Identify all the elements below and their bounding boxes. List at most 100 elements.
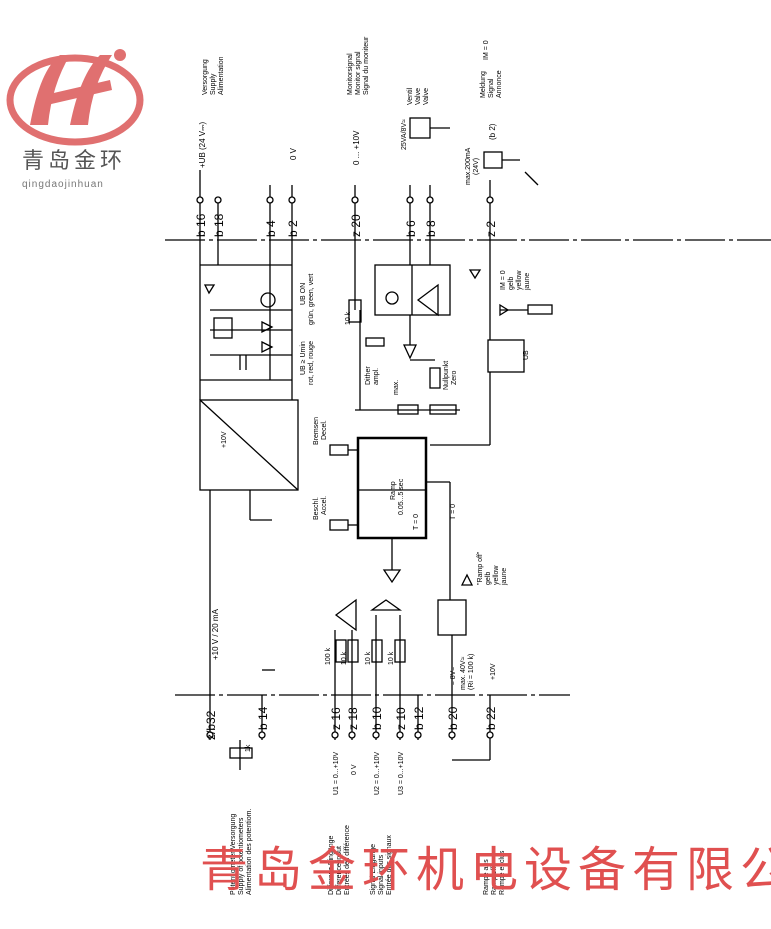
dither-label: Dither [365,366,372,385]
relay-rating-1: max.200mA [465,147,472,185]
max-label: max. [393,380,400,395]
r10k-b-label: 10 k [365,651,372,665]
monitor-label-fr: Signal du moniteur [363,36,370,95]
supply-label-fr: Alimentation [218,56,225,95]
r10k-label: 10 k [345,311,352,325]
pin-b16: b 16 [194,213,208,237]
ramp-label: Ramp [390,481,397,500]
im0-en: yellow [516,270,523,290]
message-label-en: Signal [488,78,495,98]
pin-b8: b 8 [424,220,438,237]
bottom-terminals [206,731,494,739]
accel-label-en: Accel. [321,496,328,515]
pin-b10: b 10 [370,706,384,730]
im0-label: IM = 0 [500,270,507,290]
top-labels: Versorgung Supply Alimentation +UB (24 V… [198,36,503,185]
ramp-ctrl-1: ≈ 8V≈ [450,667,457,685]
r100k-label: 100 k [325,647,332,665]
relay-pin: (b 2) [488,123,497,140]
u1-label: U1 = 0...+10V [333,751,340,795]
diff-inputs-de: Differenz Eingänge [328,835,335,895]
pin-z2: z 2 [484,221,498,237]
pot-supply-en: Supply of potentiometers [238,817,245,895]
ramp-off-de: Rampe aus [483,859,490,895]
monitor-value: 0 ... +10V [352,130,361,165]
valve-label-de: Ventil [407,87,414,105]
message-label-de: Meldung [480,71,487,98]
accel-label-de: Beschl. [313,497,320,520]
pin-b22: b 22 [484,706,498,730]
ub-low-label: UB ≥ Umin [300,341,307,375]
message-label-fr: Annonce [496,70,503,98]
ramp-off-lamp-fr: jaune [501,568,508,586]
top-terminals [196,196,494,204]
top-pin-labels: b 16 b 18 b 4 b 2 z 20 b 6 b 8 z 2 [194,213,498,237]
relay-rating-2: (24V) [473,158,480,175]
pin-z18: z 18 [346,707,360,730]
signal-inputs-en: Signal inputs [378,854,385,895]
valve-label-fr: Valve [423,88,430,105]
signal-inputs-fr: Entrée des signaux [386,835,393,895]
pot-value: 1k [245,744,252,752]
watermark-text: 青岛金环机电设备有限公 [200,842,771,898]
pin-z20: z 20 [349,214,363,237]
pin-b6: b 6 [404,220,418,237]
r10k-a-label: 10 k [341,651,348,665]
pin-b18: b 18 [212,213,226,237]
bottom-labels: Potentiometer Versorgung Supply of poten… [230,744,506,895]
supply-label-en: Supply [210,73,217,95]
ramp-off-lamp-de: gelb [485,572,492,585]
ramp-off-fr: Rampe exclus [499,850,506,895]
valve-label-en: Valve [415,88,422,105]
pin-z16: z 16 [329,707,343,730]
pot-supply-de: Potentiometer Versorgung [230,814,237,895]
ramp-ctrl-3: (Ri = 100 k) [468,654,475,690]
logo-chinese: 青岛金环 [22,149,126,174]
dither-ampl: ampl. [373,368,380,385]
brake-label-de: Bremsen [313,417,320,445]
ub-low-colors: rot, red, rouge [308,341,315,385]
plus10v-label: +10V [490,663,497,680]
pin-b4: b 4 [264,220,278,237]
ramp-off-lamp-name: "Ramp off" [477,551,484,585]
wiring [165,117,771,770]
ramp-ctrl-2: max. 40V≈ [460,656,467,690]
message-cond: IM = 0 [483,40,490,60]
ramp-off-lamp-en: yellow [493,565,500,585]
zero-v-top: 0 V [289,147,298,160]
pin-b14: b 14 [256,706,270,730]
pin-b2: b 2 [286,220,300,237]
im0-de: gelb [508,277,515,290]
brake-label-en: Decel. [321,420,328,440]
ramp-off-en: Ramp off [491,867,498,895]
ub-on-colors: grün, green, vert [308,274,315,325]
zero-label-en: Zero [451,371,458,386]
rail-label: +10 V / 20 mA [211,608,220,660]
internal-labels: UB ON grün, green, vert UB ≥ Umin rot, r… [211,270,531,690]
monitor-label-de: Monitorsignal [347,53,354,95]
ramp-time: 0.05...5 sec [398,478,405,515]
monitor-label-en: Monitor signal [355,51,362,95]
signal-inputs-de: Signal Eingänge [370,844,377,895]
zero-label-de: Nullpunkt [443,361,450,390]
im0-fr: jaune [524,273,531,291]
pin-b12: b 12 [412,706,426,730]
pin-zb32: z/b32 [204,710,218,740]
r10k-c-label: 10 k [388,651,395,665]
logo-pinyin: qingdaojinhuan [22,179,104,190]
pin-z10: z 10 [394,707,408,730]
pot-supply-fr: Alimentation des potentiom. [246,809,253,895]
diff-inputs-fr: Entrées des différence [344,825,351,895]
ub-transistor-label: UB [523,350,530,360]
t0-switch: T = 0 [450,504,457,520]
ub-on-label: UB ON [300,283,307,305]
valve-value: 25VA/8V≈ [401,119,408,150]
company-logo [6,49,144,146]
supply-label-de: Versorgung [202,59,209,95]
t0-ramp: T = 0 [413,514,420,530]
diff-inputs-en: Difference input [336,846,343,895]
supply-value: +UB (24 V⎓) [198,121,207,168]
converter-label: +10V [221,431,228,448]
pin-b20: b 20 [446,706,460,730]
